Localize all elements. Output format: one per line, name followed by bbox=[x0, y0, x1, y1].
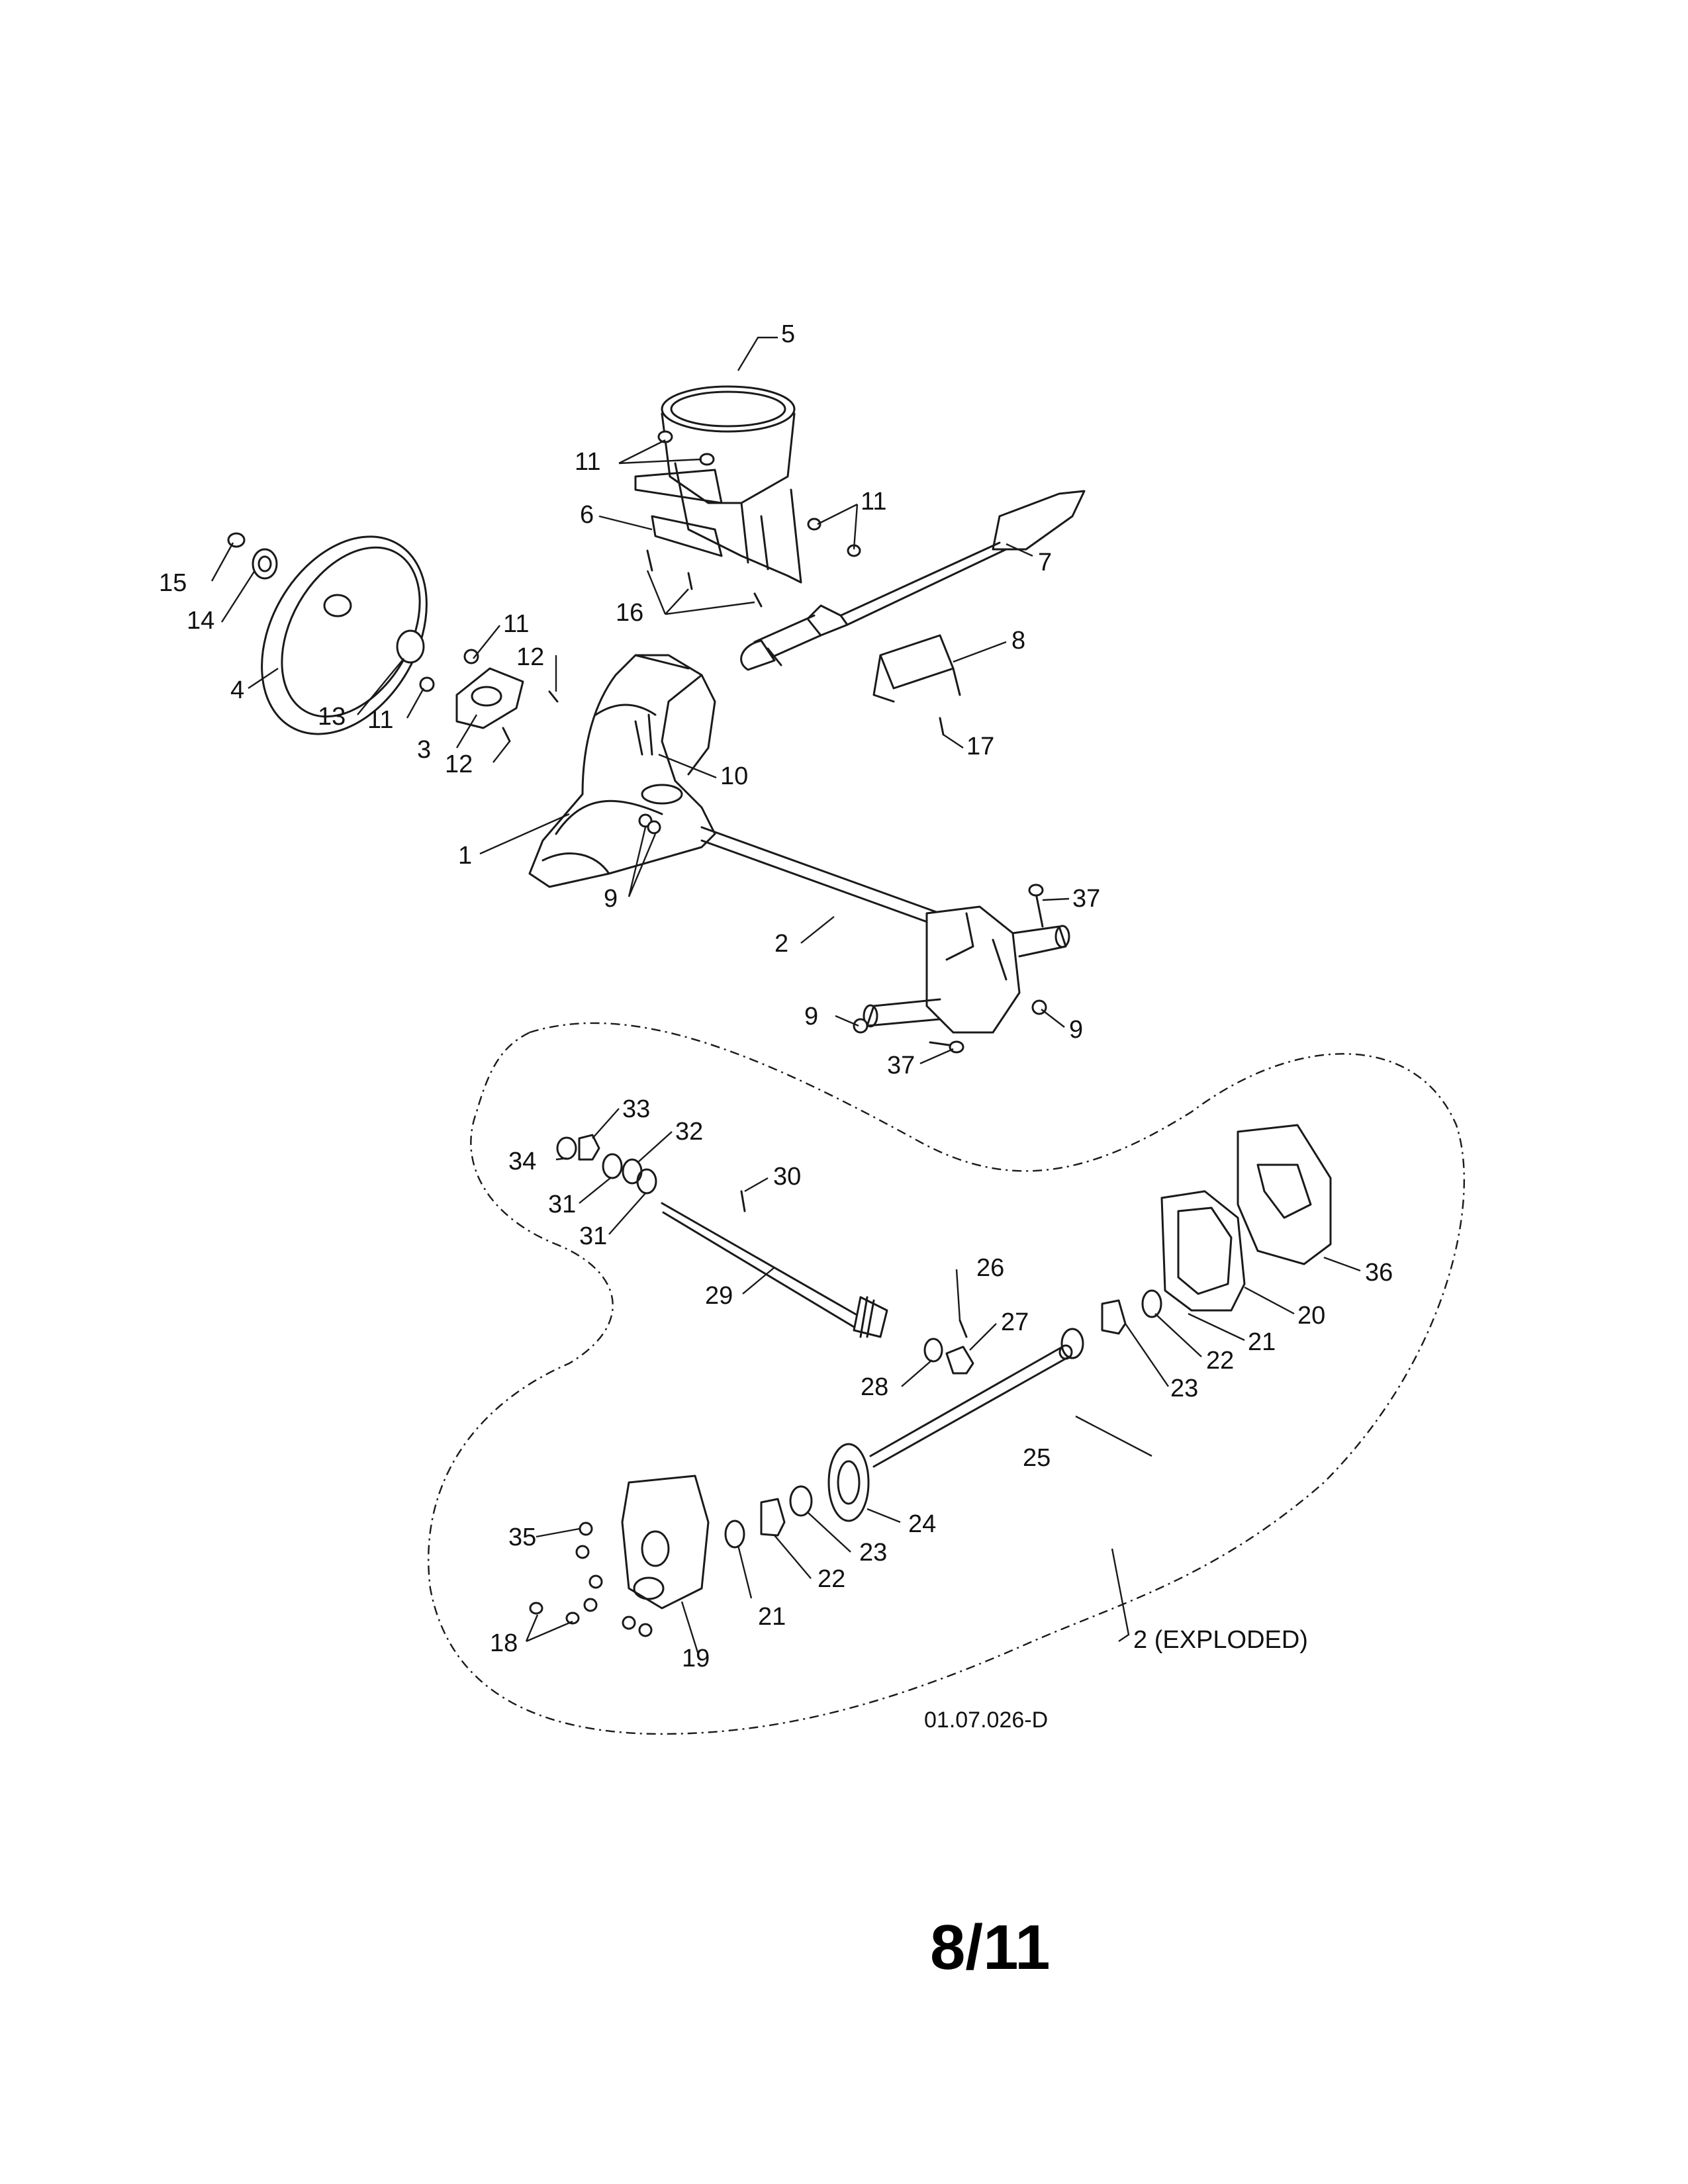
callout-2: 2 bbox=[774, 930, 788, 958]
callout-13: 13 bbox=[318, 703, 346, 731]
callout-29: 29 bbox=[705, 1282, 733, 1310]
crank-bracket-part bbox=[872, 634, 961, 703]
callout-31: 31 bbox=[579, 1222, 607, 1250]
auger-gearbox-assembly bbox=[700, 826, 1070, 1034]
callout-3: 3 bbox=[417, 736, 431, 764]
callout-12: 12 bbox=[445, 751, 473, 778]
callout-9: 9 bbox=[804, 1003, 818, 1030]
callout-11: 11 bbox=[503, 610, 529, 638]
callout-9: 9 bbox=[604, 885, 618, 913]
callout-30: 30 bbox=[773, 1163, 801, 1191]
exploded-view-outline bbox=[428, 1022, 1466, 1735]
callout-20: 20 bbox=[1297, 1302, 1325, 1330]
callout-28: 28 bbox=[861, 1373, 888, 1401]
exploded-view-label: 2 (EXPLODED) bbox=[1133, 1626, 1308, 1654]
exploded-hardware bbox=[529, 1124, 1332, 1637]
callout-26: 26 bbox=[976, 1254, 1004, 1282]
callout-7: 7 bbox=[1038, 549, 1052, 576]
chute-adapter-part bbox=[634, 385, 802, 584]
callout-5: 5 bbox=[781, 320, 795, 348]
chute-crank-part bbox=[740, 490, 1086, 671]
callout-31: 31 bbox=[548, 1191, 576, 1218]
callout-4: 4 bbox=[230, 676, 244, 704]
callout-15: 15 bbox=[159, 569, 187, 597]
callout-37: 37 bbox=[887, 1052, 915, 1079]
callout-9: 9 bbox=[1069, 1016, 1083, 1044]
callout-25: 25 bbox=[1023, 1444, 1051, 1472]
callout-leaders bbox=[211, 336, 1361, 1655]
pulley-part bbox=[261, 535, 428, 735]
callout-6: 6 bbox=[580, 501, 594, 529]
drawing-number: 01.07.026-D bbox=[924, 1707, 1048, 1733]
callout-11: 11 bbox=[861, 488, 886, 516]
callout-10: 10 bbox=[720, 762, 748, 790]
gear-housing-part bbox=[528, 654, 716, 888]
callout-37: 37 bbox=[1072, 885, 1100, 913]
callout-22: 22 bbox=[1206, 1347, 1234, 1375]
callout-36: 36 bbox=[1365, 1259, 1393, 1287]
callout-23: 23 bbox=[859, 1539, 887, 1567]
upper-hardware bbox=[227, 430, 1047, 1054]
callout-34: 34 bbox=[508, 1148, 536, 1175]
callout-18: 18 bbox=[490, 1629, 518, 1657]
callout-labels: 5 11 11 6 7 15 14 16 11 12 8 4 13 11 3 1… bbox=[159, 320, 1393, 1733]
callout-11: 11 bbox=[575, 448, 600, 476]
callout-32: 32 bbox=[675, 1118, 703, 1146]
callout-11: 11 bbox=[367, 706, 393, 734]
callout-35: 35 bbox=[508, 1524, 536, 1551]
callout-21: 21 bbox=[1248, 1328, 1276, 1356]
callout-23: 23 bbox=[1170, 1375, 1198, 1402]
callout-1: 1 bbox=[458, 842, 472, 870]
callout-17: 17 bbox=[966, 733, 994, 760]
callout-22: 22 bbox=[818, 1565, 845, 1593]
callout-8: 8 bbox=[1011, 627, 1025, 655]
callout-24: 24 bbox=[908, 1510, 936, 1538]
callout-14: 14 bbox=[187, 607, 214, 635]
page-number: 8/11 bbox=[930, 1912, 1051, 1983]
callout-33: 33 bbox=[622, 1095, 650, 1123]
callout-19: 19 bbox=[682, 1645, 710, 1672]
callout-27: 27 bbox=[1001, 1308, 1029, 1336]
callout-21: 21 bbox=[758, 1603, 786, 1631]
callout-16: 16 bbox=[616, 599, 643, 627]
callout-12: 12 bbox=[516, 643, 544, 671]
